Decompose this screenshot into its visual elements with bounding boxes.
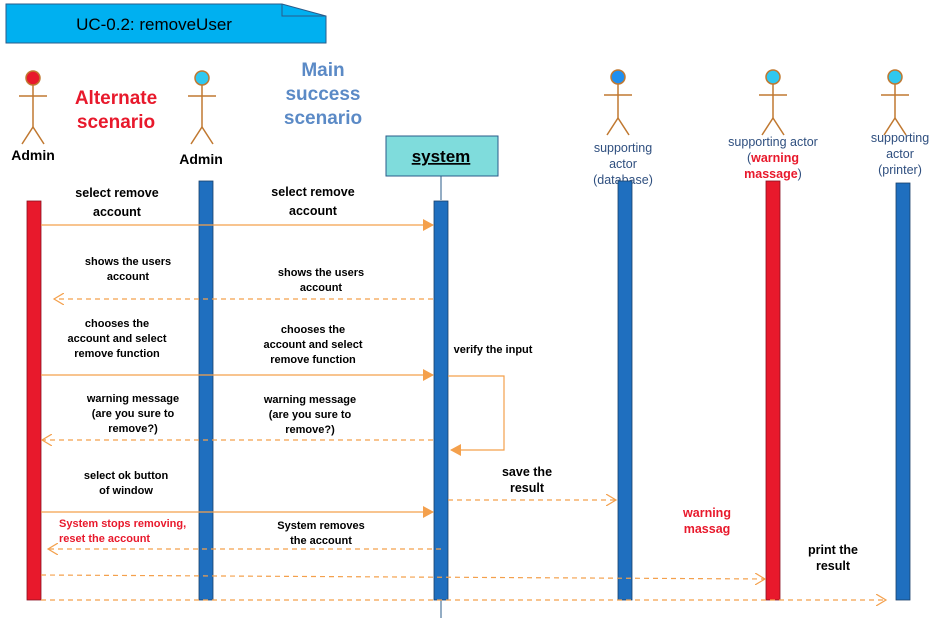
lifeline-admin-main xyxy=(198,180,214,601)
actor-database: supporting actor (database) xyxy=(593,69,653,187)
msg-warning-massag: warning massag xyxy=(682,506,731,536)
svg-text:scenario: scenario xyxy=(77,112,155,133)
svg-text:actor: actor xyxy=(886,147,914,161)
svg-text:account and select: account and select xyxy=(263,339,362,351)
lifeline-admin-alternate xyxy=(26,200,42,601)
lifeline-system xyxy=(433,200,449,601)
actor-warning: supporting actor (warning massage) xyxy=(728,69,818,181)
svg-text:account: account xyxy=(93,205,142,219)
svg-text:account: account xyxy=(289,204,338,218)
svg-text:warning message: warning message xyxy=(86,393,179,405)
svg-text:Alternate: Alternate xyxy=(75,88,157,109)
svg-text:result: result xyxy=(510,481,545,495)
msg-alt-shows: shows the users account xyxy=(85,256,171,283)
svg-text:remove function: remove function xyxy=(74,348,160,360)
svg-text:Main: Main xyxy=(301,60,344,81)
msg-alt-warning: warning message (are you sure to remove?… xyxy=(86,393,179,435)
actor-head xyxy=(765,69,781,85)
svg-text:reset the account: reset the account xyxy=(59,533,150,545)
svg-text:chooses the: chooses the xyxy=(85,318,149,330)
svg-text:remove?): remove?) xyxy=(108,423,158,435)
svg-text:the account: the account xyxy=(290,535,352,547)
msg-main-warning: warning message (are you sure to remove?… xyxy=(263,394,356,436)
svg-text:System removes: System removes xyxy=(277,520,364,532)
actor-label: Admin xyxy=(179,151,223,167)
msg-main-removes: System removes the account xyxy=(277,520,364,547)
svg-text:warning message: warning message xyxy=(263,394,356,406)
svg-text:(are you sure to: (are you sure to xyxy=(269,409,352,421)
svg-text:supporting: supporting xyxy=(594,141,652,155)
lifeline-printer xyxy=(895,182,911,601)
msg-main-shows: shows the users account xyxy=(278,267,364,294)
svg-text:supporting actor: supporting actor xyxy=(728,135,818,149)
msg-alt-chooses: chooses the account and select remove fu… xyxy=(67,318,166,360)
svg-text:select remove: select remove xyxy=(75,186,158,200)
msg-save-result: save the result xyxy=(502,465,552,495)
svg-text:print the: print the xyxy=(808,543,858,557)
actor-head xyxy=(610,69,626,85)
arrow-verify-input xyxy=(448,375,505,456)
actor-label: Admin xyxy=(11,147,55,163)
system-label: system xyxy=(412,147,471,166)
msg-alt-stops: System stops removing, reset the account xyxy=(59,518,186,545)
actor-printer: supporting actor (printer) xyxy=(871,69,929,177)
svg-text:remove?): remove?) xyxy=(285,424,335,436)
svg-text:account: account xyxy=(107,271,150,283)
svg-text:(database): (database) xyxy=(593,173,653,187)
actor-admin-alternate: Admin xyxy=(11,70,55,163)
system-box: system xyxy=(385,135,499,618)
actor-admin-main: Admin xyxy=(179,70,223,167)
msg-main-chooses: chooses the account and select remove fu… xyxy=(263,324,362,366)
msg-verify-input: verify the input xyxy=(454,344,533,356)
svg-text:account and select: account and select xyxy=(67,333,166,345)
arrow-warning-massag xyxy=(40,575,765,579)
svg-text:(warning: (warning xyxy=(747,151,799,165)
actor-head xyxy=(25,70,41,86)
svg-text:actor: actor xyxy=(609,157,637,171)
svg-text:result: result xyxy=(816,559,851,573)
title-box: UC-0.2: removeUser xyxy=(5,3,327,44)
actor-head xyxy=(194,70,210,86)
svg-text:(printer): (printer) xyxy=(878,163,922,177)
svg-text:remove function: remove function xyxy=(270,354,356,366)
svg-text:account: account xyxy=(300,282,343,294)
svg-text:save the: save the xyxy=(502,465,552,479)
lifeline-warning xyxy=(765,180,781,601)
actor-head xyxy=(887,69,903,85)
msg-alt-ok: select ok button of window xyxy=(84,470,169,497)
svg-text:scenario: scenario xyxy=(284,108,362,129)
message-arrows xyxy=(40,219,886,600)
svg-text:chooses the: chooses the xyxy=(281,324,345,336)
svg-text:massag: massag xyxy=(684,522,731,536)
svg-text:select remove: select remove xyxy=(271,185,354,199)
main-scenario-label: Main success scenario xyxy=(284,60,362,129)
svg-text:warning: warning xyxy=(682,506,731,520)
svg-text:success: success xyxy=(285,84,360,105)
svg-text:supporting: supporting xyxy=(871,131,929,145)
diagram-title: UC-0.2: removeUser xyxy=(76,15,232,34)
svg-text:select ok button: select ok button xyxy=(84,470,169,482)
msg-main-select: select remove account xyxy=(271,185,354,218)
svg-text:shows the users: shows the users xyxy=(85,256,171,268)
svg-text:shows the users: shows the users xyxy=(278,267,364,279)
svg-text:System stops removing,: System stops removing, xyxy=(59,518,186,530)
svg-text:of window: of window xyxy=(99,485,153,497)
msg-alt-select: select remove account xyxy=(75,186,158,219)
svg-text:massage): massage) xyxy=(744,167,802,181)
msg-print-result: print the result xyxy=(808,543,858,573)
svg-text:(are you sure to: (are you sure to xyxy=(92,408,175,420)
lifeline-database xyxy=(617,180,633,601)
alternate-scenario-label: Alternate scenario xyxy=(75,88,157,133)
